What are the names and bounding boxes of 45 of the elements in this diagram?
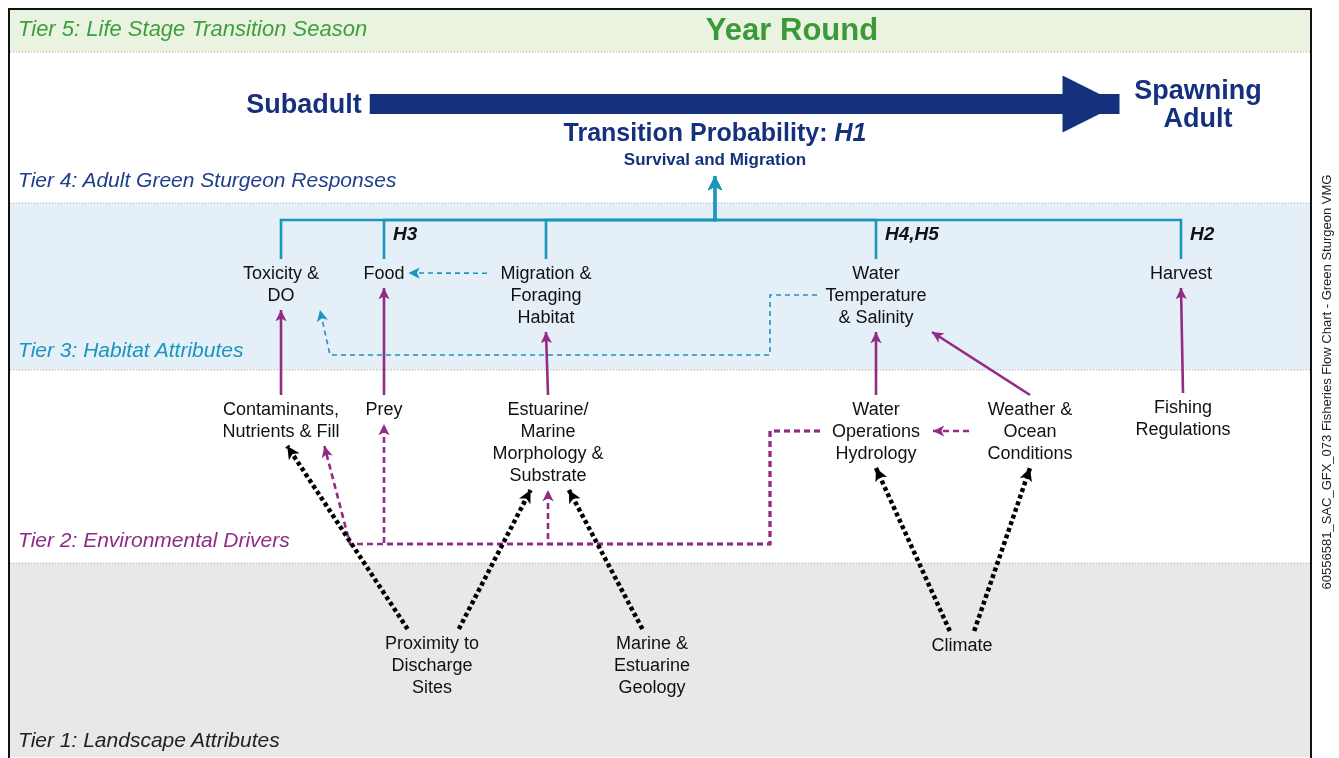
dashed-arrow (972, 467, 1033, 632)
dashed-arrow (316, 294, 818, 356)
season-label: Year Round (705, 12, 879, 48)
arrow (378, 288, 390, 395)
hypothesis-label: H4,H5 (885, 223, 939, 245)
dashed-arrow (873, 467, 952, 632)
dashed-arrow (933, 425, 969, 437)
tier-label: Tier 4: Adult Green Sturgeon Responses (18, 168, 397, 192)
tier-label: Tier 2: Environmental Drivers (18, 528, 290, 552)
subheading-text: Survival and Migration (622, 149, 808, 171)
arrow (870, 332, 882, 395)
dashed-arrow (456, 488, 533, 631)
heading-text: Transition Probability: H1 (563, 117, 867, 148)
file-id-text: 60556581_SAC_GFX_073 Fisheries Flow Chart - Green Sturgeon VMG (1318, 174, 1334, 590)
arrow (540, 331, 552, 396)
dashed-arrow (566, 488, 645, 631)
stage-label: Spawning Adult (1127, 76, 1269, 132)
arrow (275, 310, 287, 395)
tier-label: Tier 3: Habitat Attributes (18, 338, 244, 362)
tier-label: Tier 5: Life Stage Transition Season (18, 16, 368, 42)
factor-label: Prey (365, 398, 403, 420)
factor-label: Estuarine/ Marine Morphology & Substrate (490, 398, 606, 486)
factor-label: Water Temperature & Salinity (820, 262, 932, 328)
hypothesis-label: H2 (1190, 223, 1215, 245)
arrow (1175, 287, 1187, 394)
factor-label: Marine & Estuarine Geology (604, 632, 700, 698)
factor-label: Toxicity & DO (242, 262, 320, 306)
factor-label: Fishing Regulations (1127, 396, 1239, 440)
dashed-arrow (542, 429, 820, 546)
factor-label: Weather & Ocean Conditions (972, 398, 1088, 464)
factor-label: Water Operations Hydrology (823, 398, 929, 464)
arrow (707, 176, 1183, 259)
factor-label: Contaminants, Nutrients & Fill (219, 398, 343, 442)
factor-label: Migration & Foraging Habitat (490, 262, 602, 328)
hypothesis-label: H3 (393, 223, 418, 245)
tier-label: Tier 1: Landscape Attributes (18, 728, 280, 752)
arrow (931, 330, 1031, 397)
dashed-arrow (285, 444, 410, 631)
dashed-arrow (407, 267, 488, 279)
stage-label: Subadult (246, 90, 362, 118)
factor-label: Proximity to Discharge Sites (371, 632, 493, 698)
factor-label: Climate (931, 634, 993, 656)
factor-label: Harvest (1150, 262, 1212, 284)
factor-label: Food (363, 262, 405, 284)
stage-arrow (369, 75, 1120, 133)
